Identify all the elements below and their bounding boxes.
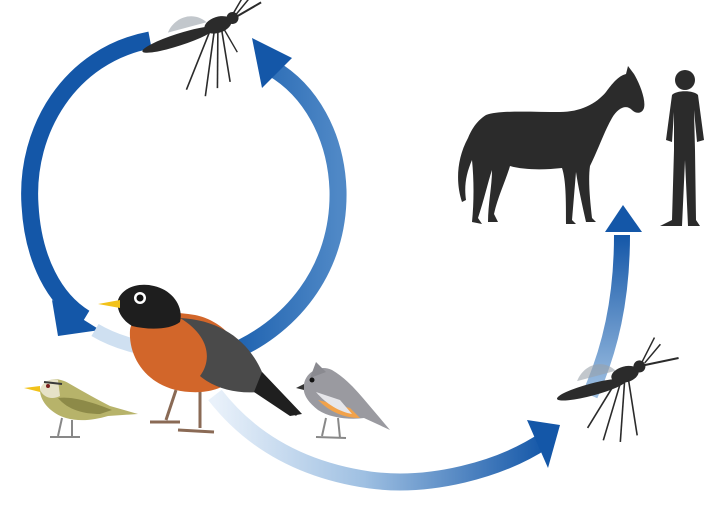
spillover-arrow-bottom	[215, 395, 545, 482]
horse-icon	[458, 66, 644, 224]
human-icon	[660, 70, 704, 226]
titmouse-icon	[296, 362, 390, 438]
spillover-arrowhead-up	[605, 205, 642, 232]
cycle-arrow-up	[225, 68, 338, 355]
mosquito-icon	[548, 333, 695, 455]
cycle-arrow-down	[30, 40, 150, 318]
vireo-icon	[24, 379, 138, 438]
robin-icon	[98, 285, 302, 432]
